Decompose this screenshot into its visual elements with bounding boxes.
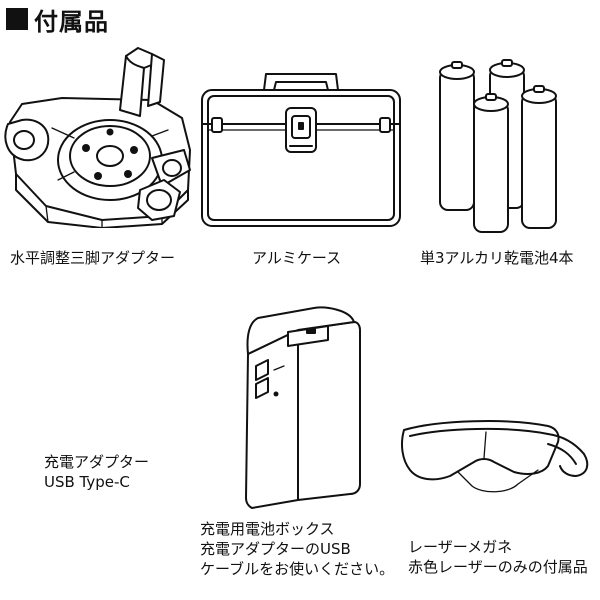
- battery-box-label: 充電用電池ボックス 充電アダプターのUSB ケーブルをお使いください。: [200, 519, 394, 579]
- aa-batteries-icon: [430, 58, 570, 238]
- aluminum-case-icon: [196, 68, 408, 232]
- laser-glasses-icon: [398, 414, 594, 500]
- batteries-label: 単3アルカリ乾電池4本: [420, 248, 574, 268]
- heading-title: 付属品: [34, 7, 109, 36]
- batteries-label-line-1: 単3アルカリ乾電池4本: [420, 249, 574, 267]
- case-label-line-1: アルミケース: [252, 249, 342, 267]
- leveling-tripod-adapter-icon: [2, 40, 198, 228]
- glasses-label-line-2: 赤色レーザーのみの付属品: [408, 558, 588, 576]
- battery-box-label-line-1: 充電用電池ボックス: [200, 520, 335, 538]
- battery-box-label-line-3: ケーブルをお使いください。: [200, 560, 395, 578]
- charger-label-line-1: 充電アダプター: [44, 453, 150, 471]
- section-heading: 付属品: [6, 2, 109, 36]
- battery-box-label-line-2: 充電アダプターのUSB: [200, 540, 351, 558]
- tripod-adapter-label: 水平調整三脚アダプター: [10, 248, 175, 268]
- case-label: アルミケース: [252, 248, 341, 268]
- tripod-adapter-label-line-1: 水平調整三脚アダプター: [10, 249, 176, 267]
- glasses-label: レーザーメガネ 赤色レーザーのみの付属品: [408, 537, 588, 577]
- charger-label: 充電アダプター USB Type-C: [44, 452, 149, 492]
- heading-square-bullet: [6, 8, 28, 30]
- glasses-label-line-1: レーザーメガネ: [408, 538, 513, 556]
- rechargeable-battery-box-icon: [244, 304, 364, 510]
- charger-label-line-2: USB Type-C: [44, 473, 130, 491]
